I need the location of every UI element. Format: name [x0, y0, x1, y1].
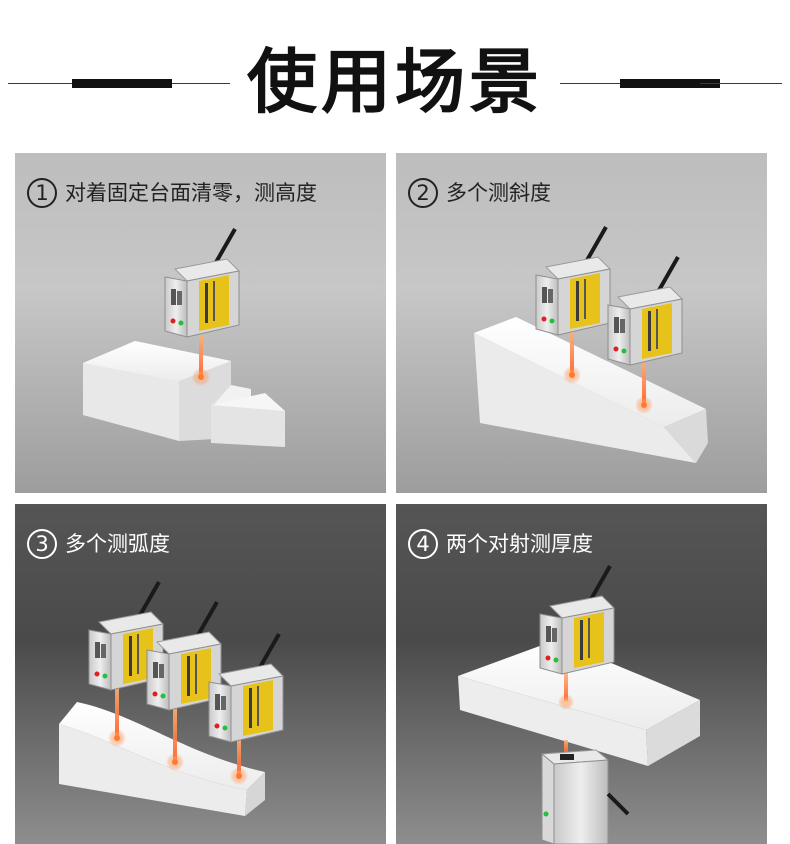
scene-panel-curve: 3 多个测弧度: [15, 504, 386, 844]
panel-label: 3 多个测弧度: [27, 526, 170, 562]
left-thick-line: [72, 79, 172, 88]
height-scene-illustration: [83, 227, 285, 447]
panel-label: 1 对着固定台面清零，测高度: [27, 175, 317, 211]
page-header: 使用场景: [0, 0, 790, 150]
step-number: 2: [408, 178, 438, 208]
left-thin-line: [8, 83, 88, 84]
right-thin-line-inner: [560, 83, 620, 84]
bottom-sensor: [540, 749, 630, 844]
right-thin-line: [700, 83, 782, 84]
page-title: 使用场景: [247, 41, 543, 123]
right-thick-line: [620, 79, 720, 88]
step-number: 3: [27, 529, 57, 559]
panel-label: 2 多个测斜度: [408, 175, 551, 211]
slope-scene-illustration: [474, 225, 708, 463]
scene-panel-thickness: 4 两个对射测厚度: [396, 504, 767, 844]
scene-panel-height: 1 对着固定台面清零，测高度: [15, 153, 386, 493]
step-number: 1: [27, 178, 57, 208]
panel-caption: 对着固定台面清零，测高度: [65, 181, 317, 205]
scene-panel-slope: 2 多个测斜度: [396, 153, 767, 493]
panel-caption: 多个测弧度: [65, 532, 170, 556]
step-number: 4: [408, 529, 438, 559]
curve-scene-illustration: [59, 580, 285, 816]
panel-label: 4 两个对射测厚度: [408, 526, 593, 562]
thickness-scene-illustration: [458, 564, 700, 844]
panel-caption: 多个测斜度: [446, 181, 551, 205]
panel-caption: 两个对射测厚度: [446, 532, 593, 556]
left-thin-line-inner: [172, 83, 230, 84]
